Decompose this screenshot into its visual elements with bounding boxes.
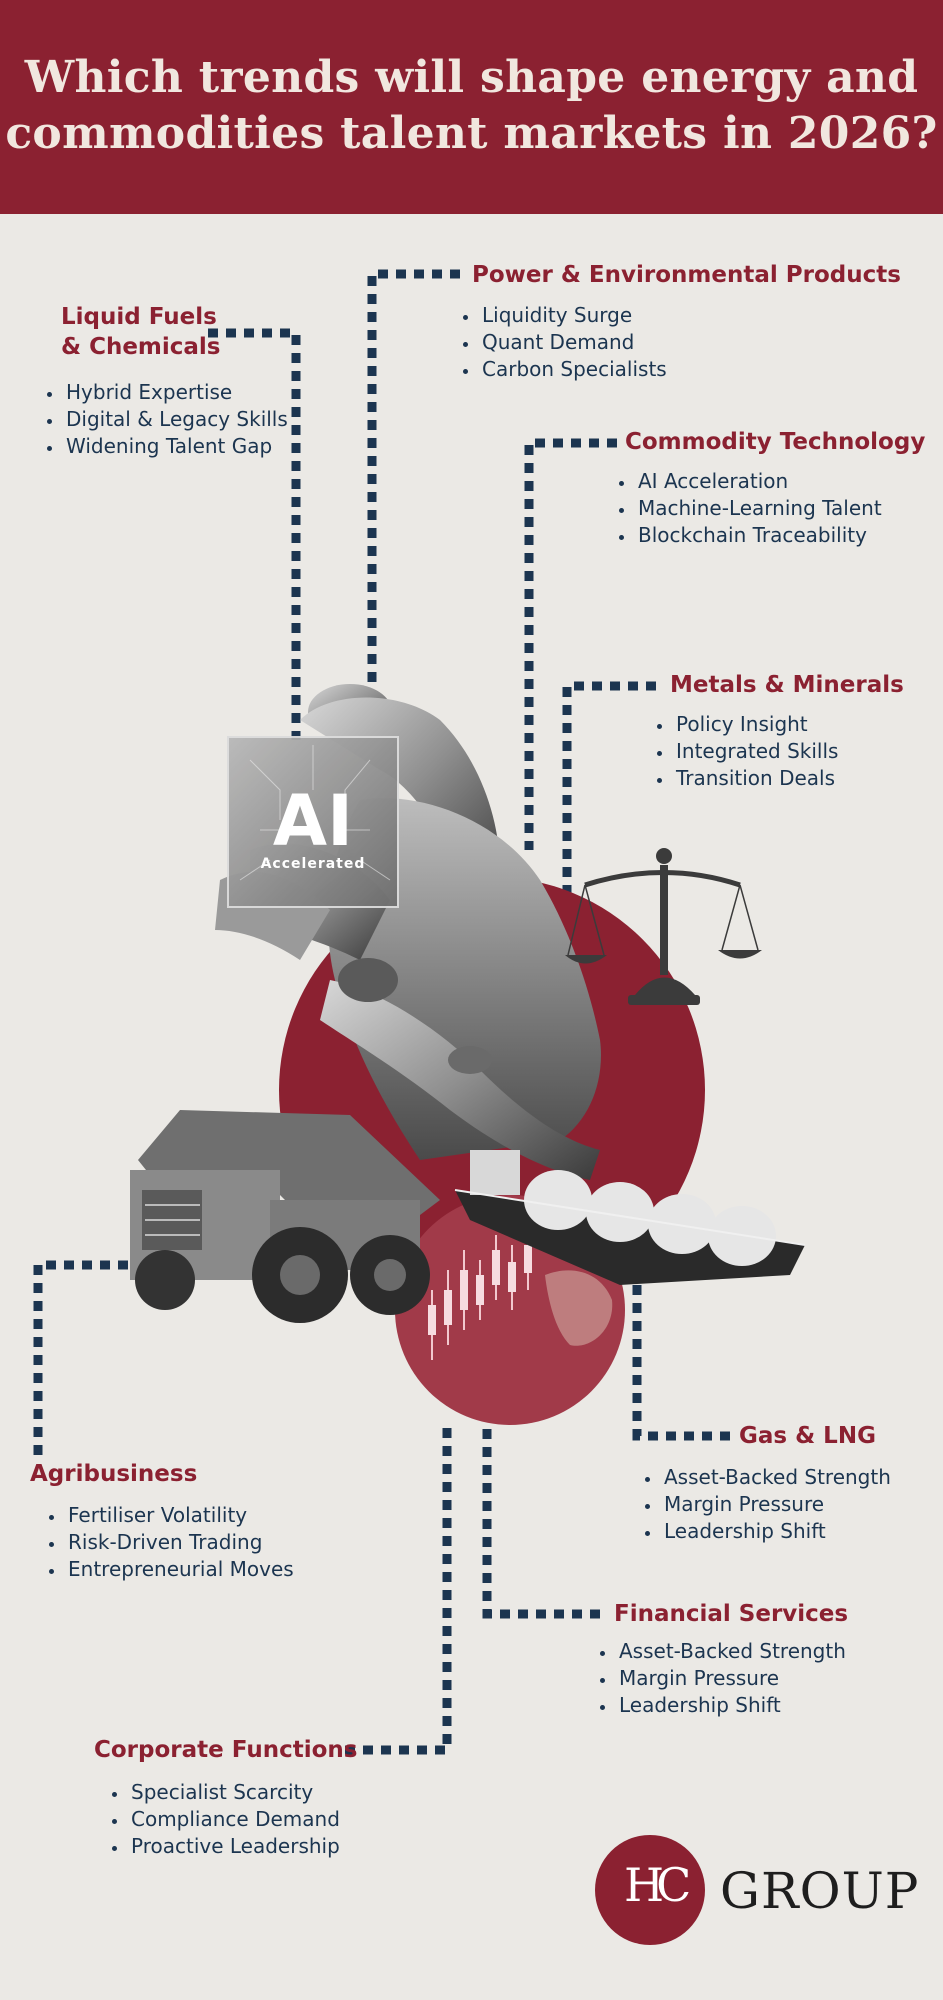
list-item: Integrated Skills [674, 738, 838, 765]
list-item: Quant Demand [480, 329, 667, 356]
header-banner: Which trends will shape energy and commo… [0, 0, 943, 214]
list-item: Blockchain Traceability [636, 522, 882, 549]
page-title: Which trends will shape energy and commo… [0, 50, 943, 162]
list-item: Fertiliser Volatility [66, 1502, 294, 1529]
list-item: Leadership Shift [617, 1692, 846, 1719]
list-item: Carbon Specialists [480, 356, 667, 383]
ai-chip-sublabel: Accelerated [261, 856, 366, 872]
section-title-liquid-fuels: Liquid Fuels & Chemicals [61, 302, 221, 362]
section-title-financial-services: Financial Services [614, 1601, 849, 1627]
list-item: Entrepreneurial Moves [66, 1556, 294, 1583]
lng-ship-illustration [454, 1150, 806, 1285]
connector-metals [562, 681, 656, 900]
balance-scale-illustration [565, 848, 762, 1005]
mining-truck-illustration [130, 1110, 440, 1323]
list-metals: Policy Insight Integrated Skills Transit… [644, 711, 838, 792]
list-financial-services: Asset-Backed Strength Margin Pressure Le… [587, 1638, 846, 1719]
liquid-fuels-title-line-1: Liquid Fuels [61, 304, 217, 330]
list-item: Liquidity Surge [480, 302, 667, 329]
list-item: Policy Insight [674, 711, 838, 738]
list-item: Machine-Learning Talent [636, 495, 882, 522]
list-item: Widening Talent Gap [64, 433, 288, 460]
section-title-gas-lng: Gas & LNG [739, 1423, 876, 1449]
title-line-1: Which trends will shape energy and [24, 52, 919, 103]
list-gas-lng: Asset-Backed Strength Margin Pressure Le… [632, 1464, 891, 1545]
connector-agri [33, 1260, 128, 1455]
connector-gas [632, 1265, 730, 1441]
section-title-commodity-technology: Commodity Technology [625, 429, 926, 455]
connector-power [367, 269, 460, 690]
hc-monogram-logo: HC [624, 1858, 697, 1912]
list-item: Asset-Backed Strength [662, 1464, 891, 1491]
list-item: Asset-Backed Strength [617, 1638, 846, 1665]
liquid-fuels-title-line-2: & Chemicals [61, 334, 221, 360]
logo-badge [595, 1835, 705, 1945]
list-item: Margin Pressure [617, 1665, 846, 1692]
list-commodity-technology: AI Acceleration Machine-Learning Talent … [606, 468, 882, 549]
list-item: Transition Deals [674, 765, 838, 792]
connector-lines [33, 269, 730, 1755]
section-title-metals: Metals & Minerals [670, 672, 904, 698]
list-item: Compliance Demand [129, 1806, 340, 1833]
ai-chip-label: AI [273, 780, 353, 862]
connector-financial [482, 1425, 600, 1619]
list-liquid-fuels: Hybrid Expertise Digital & Legacy Skills… [34, 379, 288, 460]
connector-commodity-tech [524, 438, 617, 850]
list-agribusiness: Fertiliser Volatility Risk-Driven Tradin… [36, 1502, 294, 1583]
list-item: AI Acceleration [636, 468, 882, 495]
section-title-power: Power & Environmental Products [472, 262, 901, 288]
list-item: Leadership Shift [662, 1518, 891, 1545]
list-item: Risk-Driven Trading [66, 1529, 294, 1556]
logo-wordmark: GROUP [720, 1862, 920, 1920]
list-item: Margin Pressure [662, 1491, 891, 1518]
list-item: Digital & Legacy Skills [64, 406, 288, 433]
list-corporate-functions: Specialist Scarcity Compliance Demand Pr… [99, 1779, 340, 1860]
section-title-agribusiness: Agribusiness [30, 1461, 198, 1487]
connector-corporate [345, 1425, 452, 1755]
ai-chip-illustration: AI Accelerated [227, 736, 399, 908]
list-item: Proactive Leadership [129, 1833, 340, 1860]
section-title-corporate-functions: Corporate Functions [94, 1737, 358, 1763]
list-item: Hybrid Expertise [64, 379, 288, 406]
svg-text:HC: HC [624, 1858, 689, 1912]
list-power: Liquidity Surge Quant Demand Carbon Spec… [450, 302, 667, 383]
title-line-2: commodities talent markets in 2026? [5, 108, 938, 159]
list-item: Specialist Scarcity [129, 1779, 340, 1806]
